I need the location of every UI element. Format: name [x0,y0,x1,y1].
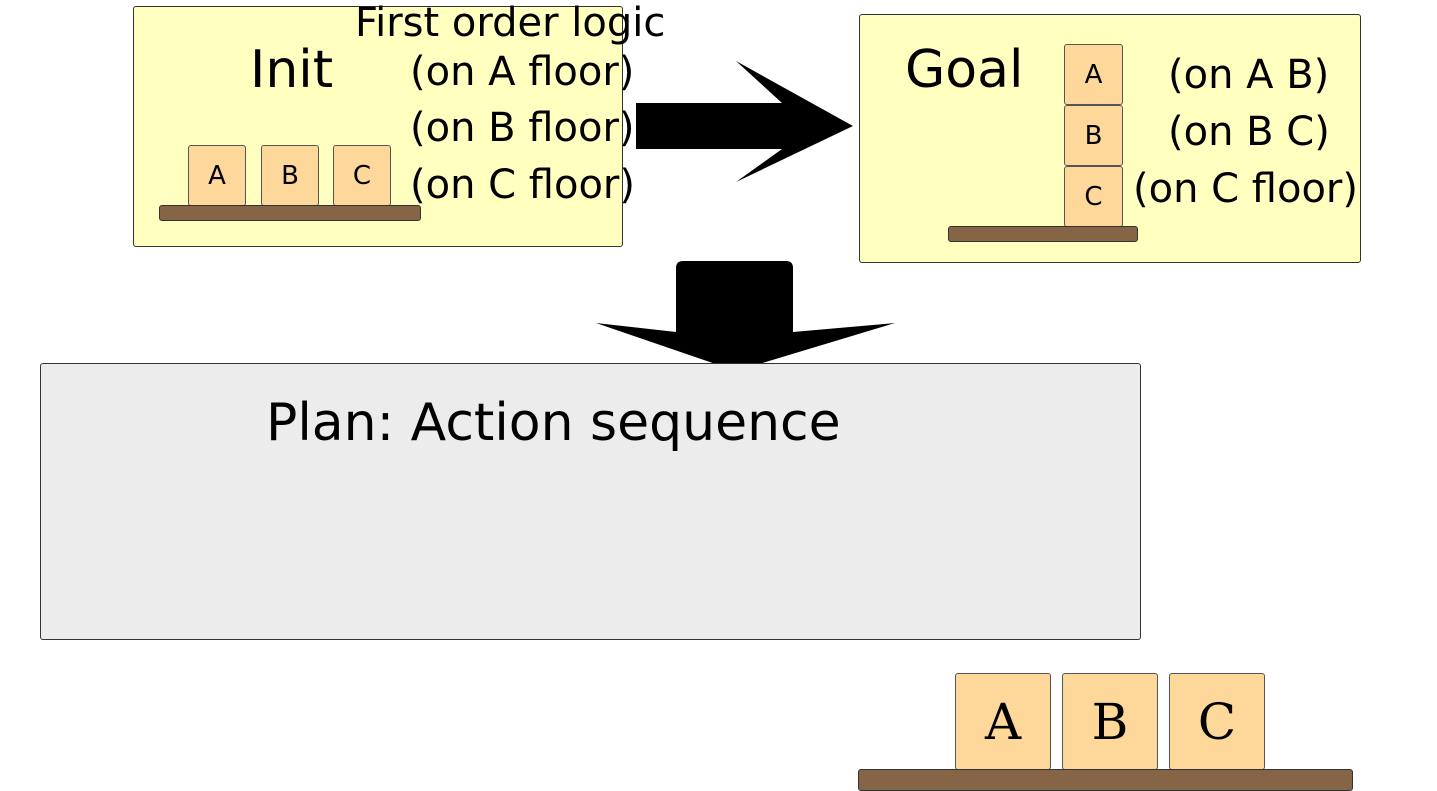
bottom-block-c: C [1169,673,1265,770]
init-fact-3: (on C floor) [410,162,635,208]
init-title: Init [250,40,334,100]
goal-block-b: B [1064,105,1123,166]
logic-heading: First order logic [355,0,666,46]
init-block-c: C [333,145,391,206]
init-block-b: B [261,145,319,206]
goal-fact-2: (on B C) [1168,109,1330,155]
init-floor [159,205,421,221]
plan-panel [40,363,1141,640]
plan-title: Plan: Action sequence [266,393,841,453]
init-fact-1: (on A floor) [410,49,635,95]
goal-fact-3: (on C floor) [1133,166,1358,212]
goal-fact-1: (on A B) [1168,52,1330,98]
bottom-floor [858,769,1353,791]
init-fact-2: (on B floor) [410,105,635,151]
goal-title: Goal [905,40,1024,100]
bottom-block-a: A [955,673,1051,770]
goal-floor [948,226,1138,242]
bottom-block-b: B [1062,673,1158,770]
goal-block-a: A [1064,44,1123,105]
